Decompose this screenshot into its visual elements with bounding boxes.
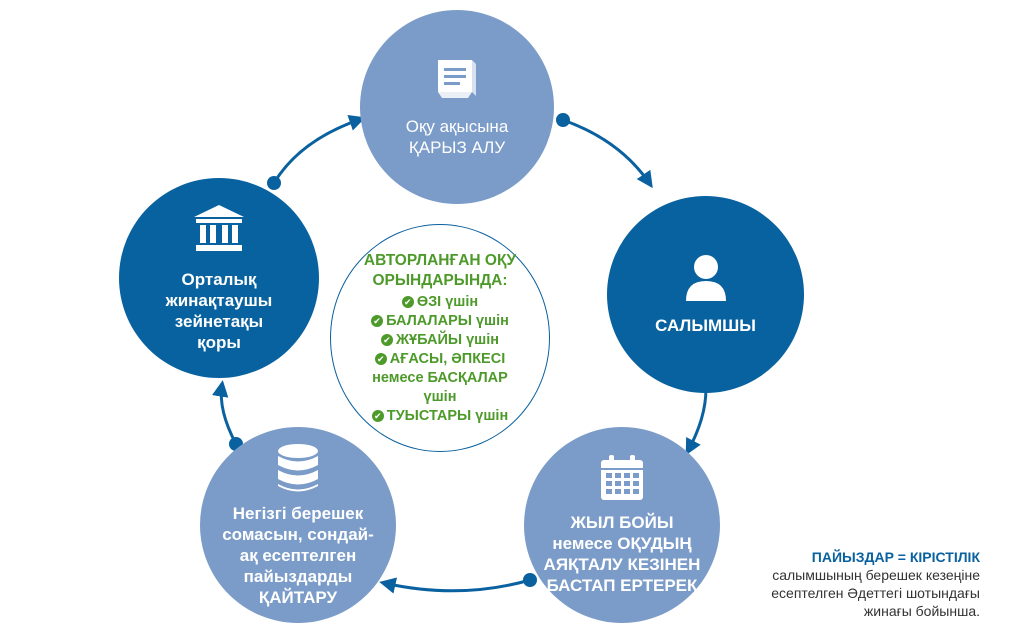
center-title: АВТОРЛАНҒАН ОҚУ ОРЫНДАРЫНДА:	[363, 251, 517, 289]
calendar-icon	[598, 454, 646, 502]
bank-building-icon	[192, 203, 246, 253]
interest-note: ПАЙЫЗДАР = КІРІСТІЛІК салымшының берешек…	[771, 548, 980, 620]
node-loan-label: Оқу ақысына ҚАРЫЗ АЛУ	[405, 117, 509, 157]
center-eligibility-circle: АВТОРЛАНҒАН ОҚУ ОРЫНДАРЫНДА: ✔ӨЗІ үшін ✔…	[330, 224, 550, 452]
node-repay: Негізгі берешек сомасын, сондай- ақ есеп…	[200, 427, 396, 623]
arrow-fund-to-loan	[272, 114, 366, 185]
node-fund-label: Орталық жинақтаушы зейнетақы қоры	[165, 270, 273, 352]
note-line: есептелген Әдеттегі шотындағы	[771, 585, 980, 601]
node-borrower-label: САЛЫМШЫ	[655, 316, 756, 335]
node-repay-label: Негізгі берешек сомасын, сондай- ақ есеп…	[222, 503, 374, 607]
user-icon	[684, 253, 728, 301]
check-icon: ✔	[380, 333, 393, 346]
center-list: ✔ӨЗІ үшін ✔БАЛАЛАРЫ үшін ✔ЖҰБАЙЫ үшін ✔А…	[371, 293, 509, 426]
check-icon: ✔	[371, 314, 384, 327]
database-icon	[275, 443, 321, 493]
dot-fund	[267, 176, 281, 190]
note-line: жинағы бойынша.	[863, 603, 980, 619]
list-item: ✔АҒАСЫ, ӘПКЕСІ немесе БАСҚАЛАР үшін	[372, 350, 508, 405]
node-repay-start-label: ЖЫЛ БОЙЫ немесе ОҚУДЫҢ АЯҚТАЛУ КЕЗІНЕН Б…	[543, 513, 701, 595]
check-icon: ✔	[371, 409, 384, 422]
note-title: ПАЙЫЗДАР = КІРІСТІЛІК	[811, 549, 980, 565]
node-repay-start: ЖЫЛ БОЙЫ немесе ОҚУДЫҢ АЯҚТАЛУ КЕЗІНЕН Б…	[524, 427, 720, 623]
list-item: ✔ТУЫСТАРЫ үшін	[371, 407, 509, 426]
note-line: салымшының берешек кезеңіне	[772, 567, 980, 583]
node-fund: Орталық жинақтаушы зейнетақы қоры	[119, 178, 319, 378]
dot-repay-start	[523, 573, 537, 587]
list-item: ✔БАЛАЛАРЫ үшін	[371, 312, 509, 331]
arrow-loan-to-borrower	[561, 118, 653, 189]
arrow-repay-to-fund	[212, 380, 238, 446]
node-loan: Оқу ақысына ҚАРЫЗ АЛУ	[360, 10, 554, 204]
arrow-repay-start-to-repay	[379, 577, 532, 594]
node-borrower: САЛЫМШЫ	[607, 196, 804, 393]
list-item: ✔ЖҰБАЙЫ үшін	[371, 331, 509, 350]
check-icon: ✔	[401, 295, 414, 308]
list-item: ✔ӨЗІ үшін	[371, 293, 509, 312]
check-icon: ✔	[374, 352, 387, 365]
dot-loan	[556, 113, 570, 127]
book-icon	[432, 56, 482, 102]
